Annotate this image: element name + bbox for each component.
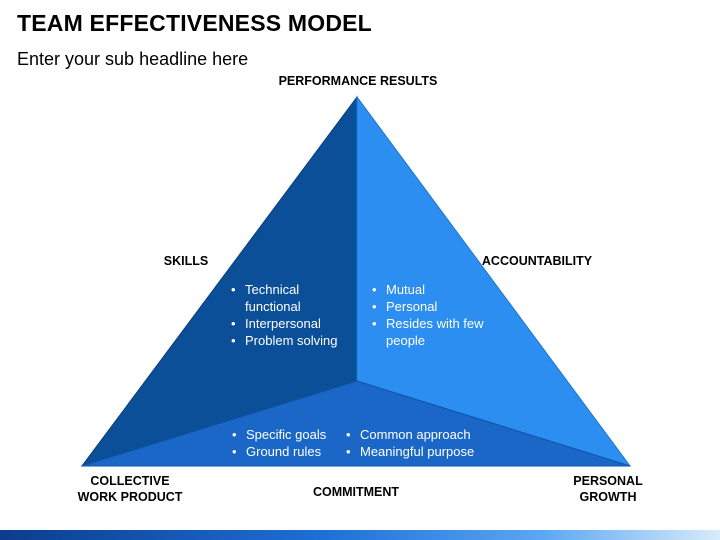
list-item: Ground rules: [230, 443, 340, 460]
list-item: Specific goals: [230, 426, 340, 443]
list-item: Interpersonal: [229, 315, 349, 332]
label-work-product-line: WORK PRODUCT: [77, 490, 183, 504]
list-item: Common approach: [344, 426, 494, 443]
skills-list: Technical functional Interpersonal Probl…: [229, 281, 349, 349]
list-item: Personal: [370, 298, 494, 315]
label-personal-line: PERSONAL: [573, 474, 643, 488]
list-item: Technical functional: [229, 281, 349, 315]
list-item: Mutual: [370, 281, 494, 298]
label-accountability: ACCOUNTABILITY: [481, 254, 593, 268]
list-item: Resides with few people: [370, 315, 494, 349]
list-item: Meaningful purpose: [344, 443, 494, 460]
label-personal-growth: PERSONAL GROWTH: [560, 473, 656, 505]
label-growth-line: GROWTH: [579, 490, 637, 504]
bottom-accent-bar: [0, 530, 720, 540]
commitment-list-right: Common approach Meaningful purpose: [344, 426, 494, 460]
list-item: Problem solving: [229, 332, 349, 349]
page-subtitle: Enter your sub headline here: [17, 49, 249, 69]
commitment-list-left: Specific goals Ground rules: [230, 426, 340, 460]
accountability-list: Mutual Personal Resides with few people: [370, 281, 494, 349]
label-collective-line: COLLECTIVE: [90, 474, 170, 488]
page-title: TEAM EFFECTIVENESS MODEL: [17, 10, 372, 36]
label-commitment: COMMITMENT: [312, 485, 400, 499]
label-skills: SKILLS: [163, 254, 209, 268]
label-performance-results: PERFORMANCE RESULTS: [278, 74, 438, 88]
label-collective-work-product: COLLECTIVE WORK PRODUCT: [70, 473, 190, 505]
